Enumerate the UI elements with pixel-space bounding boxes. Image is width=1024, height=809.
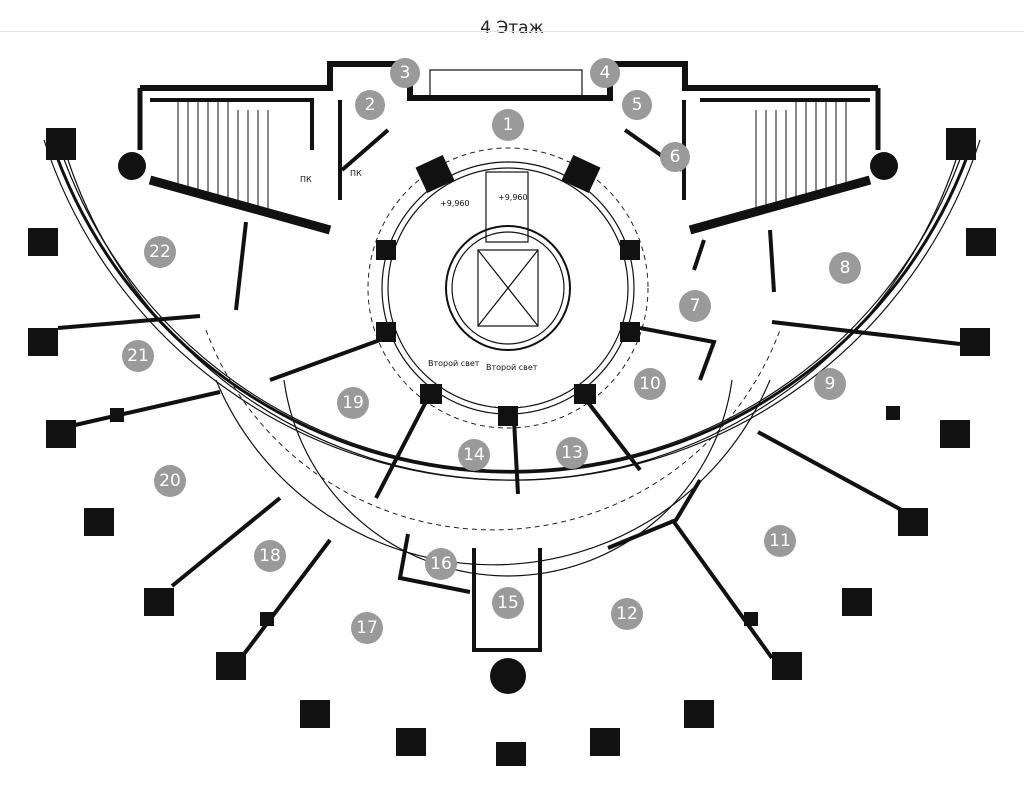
room-11-number: 11: [769, 531, 791, 551]
room-16-number: 16: [430, 554, 452, 574]
room-9-number: 9: [825, 374, 836, 394]
room-20-badge[interactable]: 20: [154, 465, 186, 497]
room-22-badge[interactable]: 22: [144, 236, 176, 268]
room-1-number: 1: [503, 115, 514, 135]
room-13-badge[interactable]: 13: [556, 437, 588, 469]
room-7-badge[interactable]: 7: [679, 290, 711, 322]
room-21-badge[interactable]: 21: [122, 340, 154, 372]
room-1-badge[interactable]: 1: [492, 109, 524, 141]
room-5-badge[interactable]: 5: [622, 90, 652, 120]
room-12-number: 12: [616, 604, 638, 624]
top-walls: [118, 61, 898, 694]
elevation-mark-2: +9,960: [498, 193, 528, 202]
room-16-badge[interactable]: 16: [425, 548, 457, 580]
pk-label-2: ПК: [350, 169, 362, 178]
room-8-badge[interactable]: 8: [829, 252, 861, 284]
rotunda: [367, 147, 649, 429]
room-3-badge[interactable]: 3: [390, 58, 420, 88]
room-10-number: 10: [639, 374, 661, 394]
room-6-number: 6: [670, 147, 681, 167]
elevation-mark-1: +9,960: [440, 199, 470, 208]
room-15-number: 15: [497, 593, 519, 613]
room-21-number: 21: [127, 346, 149, 366]
header-divider: [0, 31, 1024, 32]
room-22-number: 22: [149, 242, 171, 262]
room-17-number: 17: [356, 618, 378, 638]
room-4-number: 4: [600, 63, 611, 83]
pk-label-1: ПК: [300, 175, 312, 184]
room-7-number: 7: [690, 296, 701, 316]
corridor-walls: [57, 221, 961, 660]
room-5-number: 5: [632, 95, 643, 115]
room-14-number: 14: [463, 445, 485, 465]
room-15-badge[interactable]: 15: [492, 587, 524, 619]
room-3-number: 3: [400, 63, 411, 83]
room-6-badge[interactable]: 6: [660, 142, 690, 172]
room-20-number: 20: [159, 471, 181, 491]
room-18-number: 18: [259, 546, 281, 566]
room-11-badge[interactable]: 11: [764, 525, 796, 557]
room-2-number: 2: [365, 95, 376, 115]
room-8-number: 8: [840, 258, 851, 278]
room-12-badge[interactable]: 12: [611, 598, 643, 630]
room-17-badge[interactable]: 17: [351, 612, 383, 644]
room-10-badge[interactable]: 10: [634, 368, 666, 400]
room-14-badge[interactable]: 14: [458, 439, 490, 471]
room-18-badge[interactable]: 18: [254, 540, 286, 572]
floor-title: 4 Этаж: [480, 18, 544, 38]
room-9-badge[interactable]: 9: [814, 368, 846, 400]
room-2-badge[interactable]: 2: [355, 90, 385, 120]
room-19-badge[interactable]: 19: [337, 387, 369, 419]
room-13-number: 13: [561, 443, 583, 463]
second-light-label-2: Второй свет: [486, 363, 538, 372]
room-4-badge[interactable]: 4: [590, 58, 620, 88]
second-light-label-1: Второй свет: [428, 359, 480, 368]
room-19-number: 19: [342, 393, 364, 413]
